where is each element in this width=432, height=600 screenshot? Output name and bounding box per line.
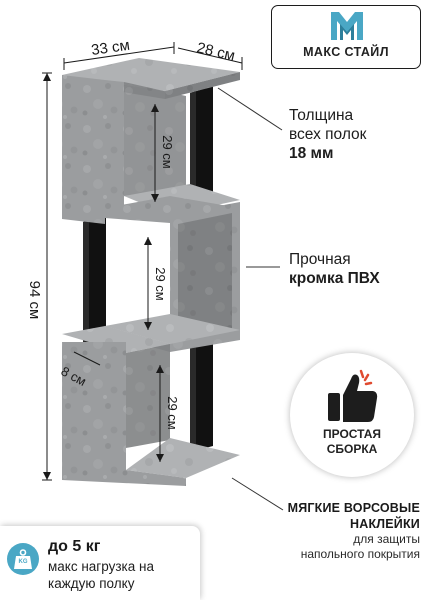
top-cube-left-wall — [62, 75, 105, 224]
max-load-text: макс нагрузка на каждую полку — [48, 558, 154, 592]
felt-pads-caption: МЯГКИЕ ВОРСОВЫЕ НАКЛЕЙКИ для защиты напо… — [288, 500, 420, 562]
dimension-arrowheads — [43, 73, 164, 480]
letter-m-icon — [331, 12, 363, 40]
width-label: 33 см — [90, 37, 131, 59]
brand-logo: МАКС СТАЙЛ — [271, 5, 421, 69]
max-load-line-2: каждую полку — [48, 576, 135, 591]
thickness-value: 18 мм — [289, 145, 334, 162]
easy-assembly-text: ПРОСТАЯ СБОРКА — [290, 427, 414, 457]
max-load-line-1: макс нагрузка на — [48, 559, 154, 574]
dimension-lines — [42, 42, 284, 511]
max-load-title: до 5 кг — [48, 538, 101, 555]
easy-assembly-badge: ПРОСТАЯ СБОРКА — [290, 353, 414, 477]
thumbs-up-icon — [328, 369, 378, 422]
shelf-gap-top-label: 29 см — [160, 135, 175, 169]
felt-title-line-1: МЯГКИЕ ВОРСОВЫЕ — [287, 501, 420, 515]
back-post-middle — [83, 216, 106, 351]
edge-caption: Прочная кромка ПВХ — [289, 250, 380, 288]
shelf-gap-bottom-label: 29 см — [165, 396, 180, 430]
max-load-panel: KG до 5 кг макс нагрузка на каждую полку — [0, 526, 200, 600]
thickness-line-2: всех полок — [289, 126, 367, 143]
depth-label: 28 см — [195, 39, 237, 64]
height-label: 94 см — [26, 281, 43, 320]
middle-cube — [105, 196, 240, 352]
assembly-line-1: ПРОСТАЯ — [322, 427, 382, 441]
felt-desc-line-1: для защиты — [353, 532, 420, 546]
felt-desc-line-2: напольного покрытия — [300, 547, 420, 561]
edge-line: Прочная — [289, 251, 351, 268]
weight-icon: KG — [7, 543, 39, 575]
brand-name: МАКС СТАЙЛ — [303, 45, 389, 59]
thickness-line-1: Толщина — [289, 107, 354, 124]
shelf-gap-middle-label: 29 см — [153, 267, 168, 301]
assembly-line-2: СБОРКА — [326, 442, 378, 456]
felt-title-line-2: НАКЛЕЙКИ — [350, 517, 420, 531]
thickness-caption: Толщина всех полок 18 мм — [289, 106, 366, 163]
weight-icon-label: KG — [18, 559, 28, 565]
edge-value: кромка ПВХ — [289, 270, 380, 287]
bottom-cube — [62, 326, 240, 486]
